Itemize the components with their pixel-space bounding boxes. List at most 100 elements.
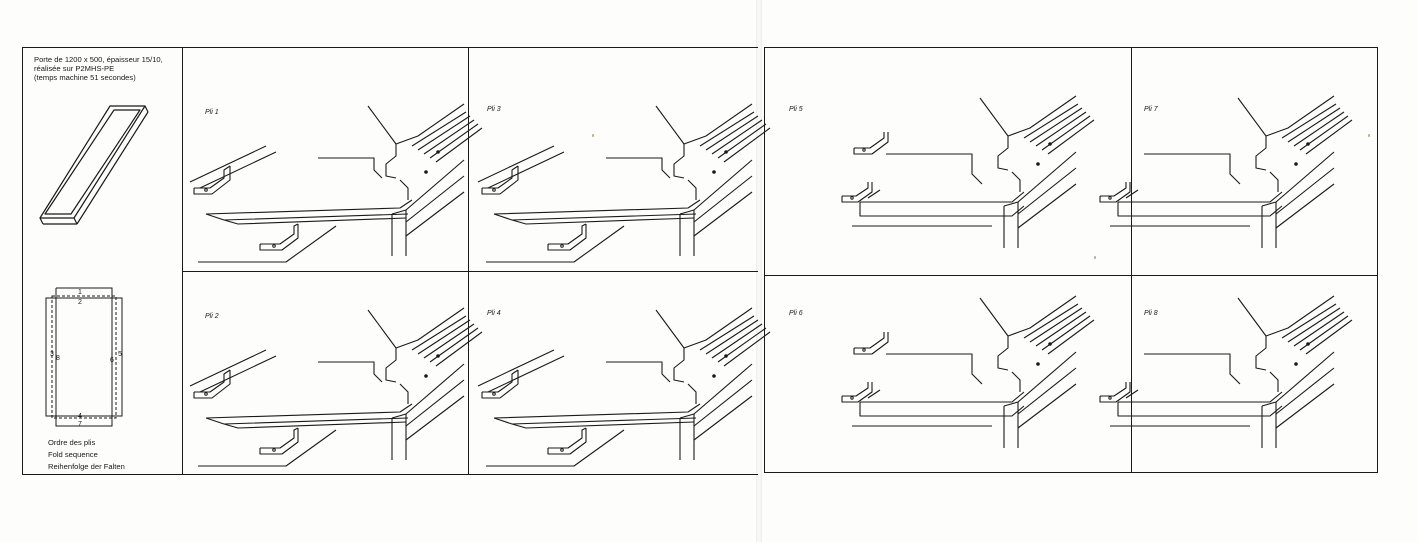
step-illustration-pli-8	[1150, 292, 1372, 472]
step-illustration-pli-1	[186, 96, 466, 268]
clip-piece	[548, 428, 586, 454]
clip-hole	[560, 448, 564, 452]
clip-piece	[548, 428, 586, 448]
formed-sheet-edge	[860, 392, 1024, 402]
clip-piece	[842, 382, 868, 396]
holder-rib	[1048, 320, 1094, 354]
sheet-edge	[512, 422, 694, 428]
clip-piece	[482, 166, 518, 188]
holder-rib	[1024, 104, 1078, 138]
sheet-rear-edge	[1144, 154, 1240, 184]
clip-piece	[842, 382, 872, 402]
left-panel-frame	[22, 47, 758, 475]
fold-number-6: 6	[110, 357, 114, 364]
sheet-rear-edge	[886, 354, 982, 384]
sheet-rear-edge	[1144, 354, 1240, 384]
clamp-bolt	[1294, 162, 1298, 166]
clip-piece	[548, 224, 586, 244]
table-edge	[198, 226, 336, 262]
punch-holder-outline	[1238, 96, 1334, 136]
back-gauge-rail	[488, 356, 564, 392]
formed-sheet-edge	[1118, 392, 1282, 402]
die-top	[1262, 352, 1334, 406]
step-label-pli-1: Pli 1	[205, 109, 219, 116]
step-label-pli-7: Pli 7	[1144, 106, 1158, 113]
paper-speck	[1094, 256, 1096, 259]
door-perspective-drawing	[30, 96, 180, 236]
die-face	[1276, 384, 1334, 428]
punch-holder-outline	[656, 308, 752, 348]
clip-hole	[492, 392, 496, 396]
punch-holder-outline	[980, 96, 1076, 136]
step-label-pli-8: Pli 8	[1144, 310, 1158, 317]
die-top	[1262, 152, 1334, 206]
die-face	[694, 176, 752, 222]
clip-piece	[260, 428, 298, 454]
holder-rib	[1030, 108, 1082, 142]
clamp-bolt	[1048, 142, 1052, 146]
punch-holder-outline	[980, 296, 1076, 336]
table-edge	[198, 430, 336, 466]
punch-tip	[400, 384, 408, 404]
holder-rib	[724, 332, 770, 366]
clamp-bolt	[436, 354, 440, 358]
step-illustration-pli-7	[1150, 92, 1372, 272]
table-edge	[486, 430, 624, 466]
sheet-rear-edge	[606, 158, 670, 178]
punch-holder-outline	[656, 104, 752, 144]
sheet-edge	[494, 200, 700, 214]
clamp-bolt	[712, 374, 716, 378]
table-edge	[486, 226, 624, 262]
back-gauge-rail	[478, 350, 554, 386]
step-illustration-pli-4	[474, 300, 754, 472]
holder-rib	[1282, 104, 1336, 138]
die-top	[392, 160, 464, 214]
clamp-bolt	[724, 150, 728, 154]
sheet-rear-edge	[886, 154, 982, 184]
right-panel-frame	[764, 47, 1378, 473]
clip-piece	[854, 132, 888, 154]
clip-piece	[482, 370, 518, 392]
die-top	[1004, 352, 1076, 406]
die-face	[694, 192, 752, 236]
clip-piece	[260, 224, 298, 244]
right-row-divider	[764, 275, 1378, 277]
holder-rib	[436, 128, 482, 162]
clip-hole	[272, 448, 276, 452]
die-face	[1018, 184, 1076, 228]
punch-tip	[1012, 172, 1020, 192]
clamp-bolt	[1036, 162, 1040, 166]
clip-hole	[204, 392, 208, 396]
sheet-rear-edge	[318, 158, 382, 178]
die-face	[406, 396, 464, 440]
formed-sheet-edge	[860, 202, 1024, 216]
sheet-edge	[206, 200, 412, 214]
punch-profile	[674, 348, 684, 382]
door-spec-caption: Porte de 1200 x 500, épaisseur 15/10, ré…	[34, 55, 163, 83]
sheet-rear-edge	[606, 362, 670, 382]
clip-piece	[1100, 182, 1130, 202]
right-step-divider	[1131, 47, 1133, 473]
sheet-edge	[512, 218, 694, 224]
punch-profile	[998, 336, 1008, 370]
holder-rib	[1306, 120, 1352, 154]
die-top	[680, 160, 752, 214]
clip-piece	[854, 332, 888, 354]
clip-piece	[194, 166, 230, 194]
intro-column-divider	[182, 47, 184, 475]
die-face	[1018, 384, 1076, 428]
punch-profile	[1256, 336, 1266, 370]
paper-speck	[592, 134, 594, 137]
die-face	[1276, 184, 1334, 228]
die-top	[1004, 152, 1076, 206]
door-spec-line-3: (temps machine 51 secondes)	[34, 73, 136, 83]
holder-rib	[1288, 308, 1340, 342]
punch-tip	[1270, 172, 1278, 192]
formed-sheet-edge	[860, 192, 1024, 202]
holder-rib	[712, 120, 762, 154]
clip-hole	[862, 348, 866, 352]
holder-rib	[418, 116, 470, 150]
punch-tip	[688, 384, 696, 404]
holder-rib	[1036, 312, 1086, 346]
clamp-bolt	[1036, 362, 1040, 366]
